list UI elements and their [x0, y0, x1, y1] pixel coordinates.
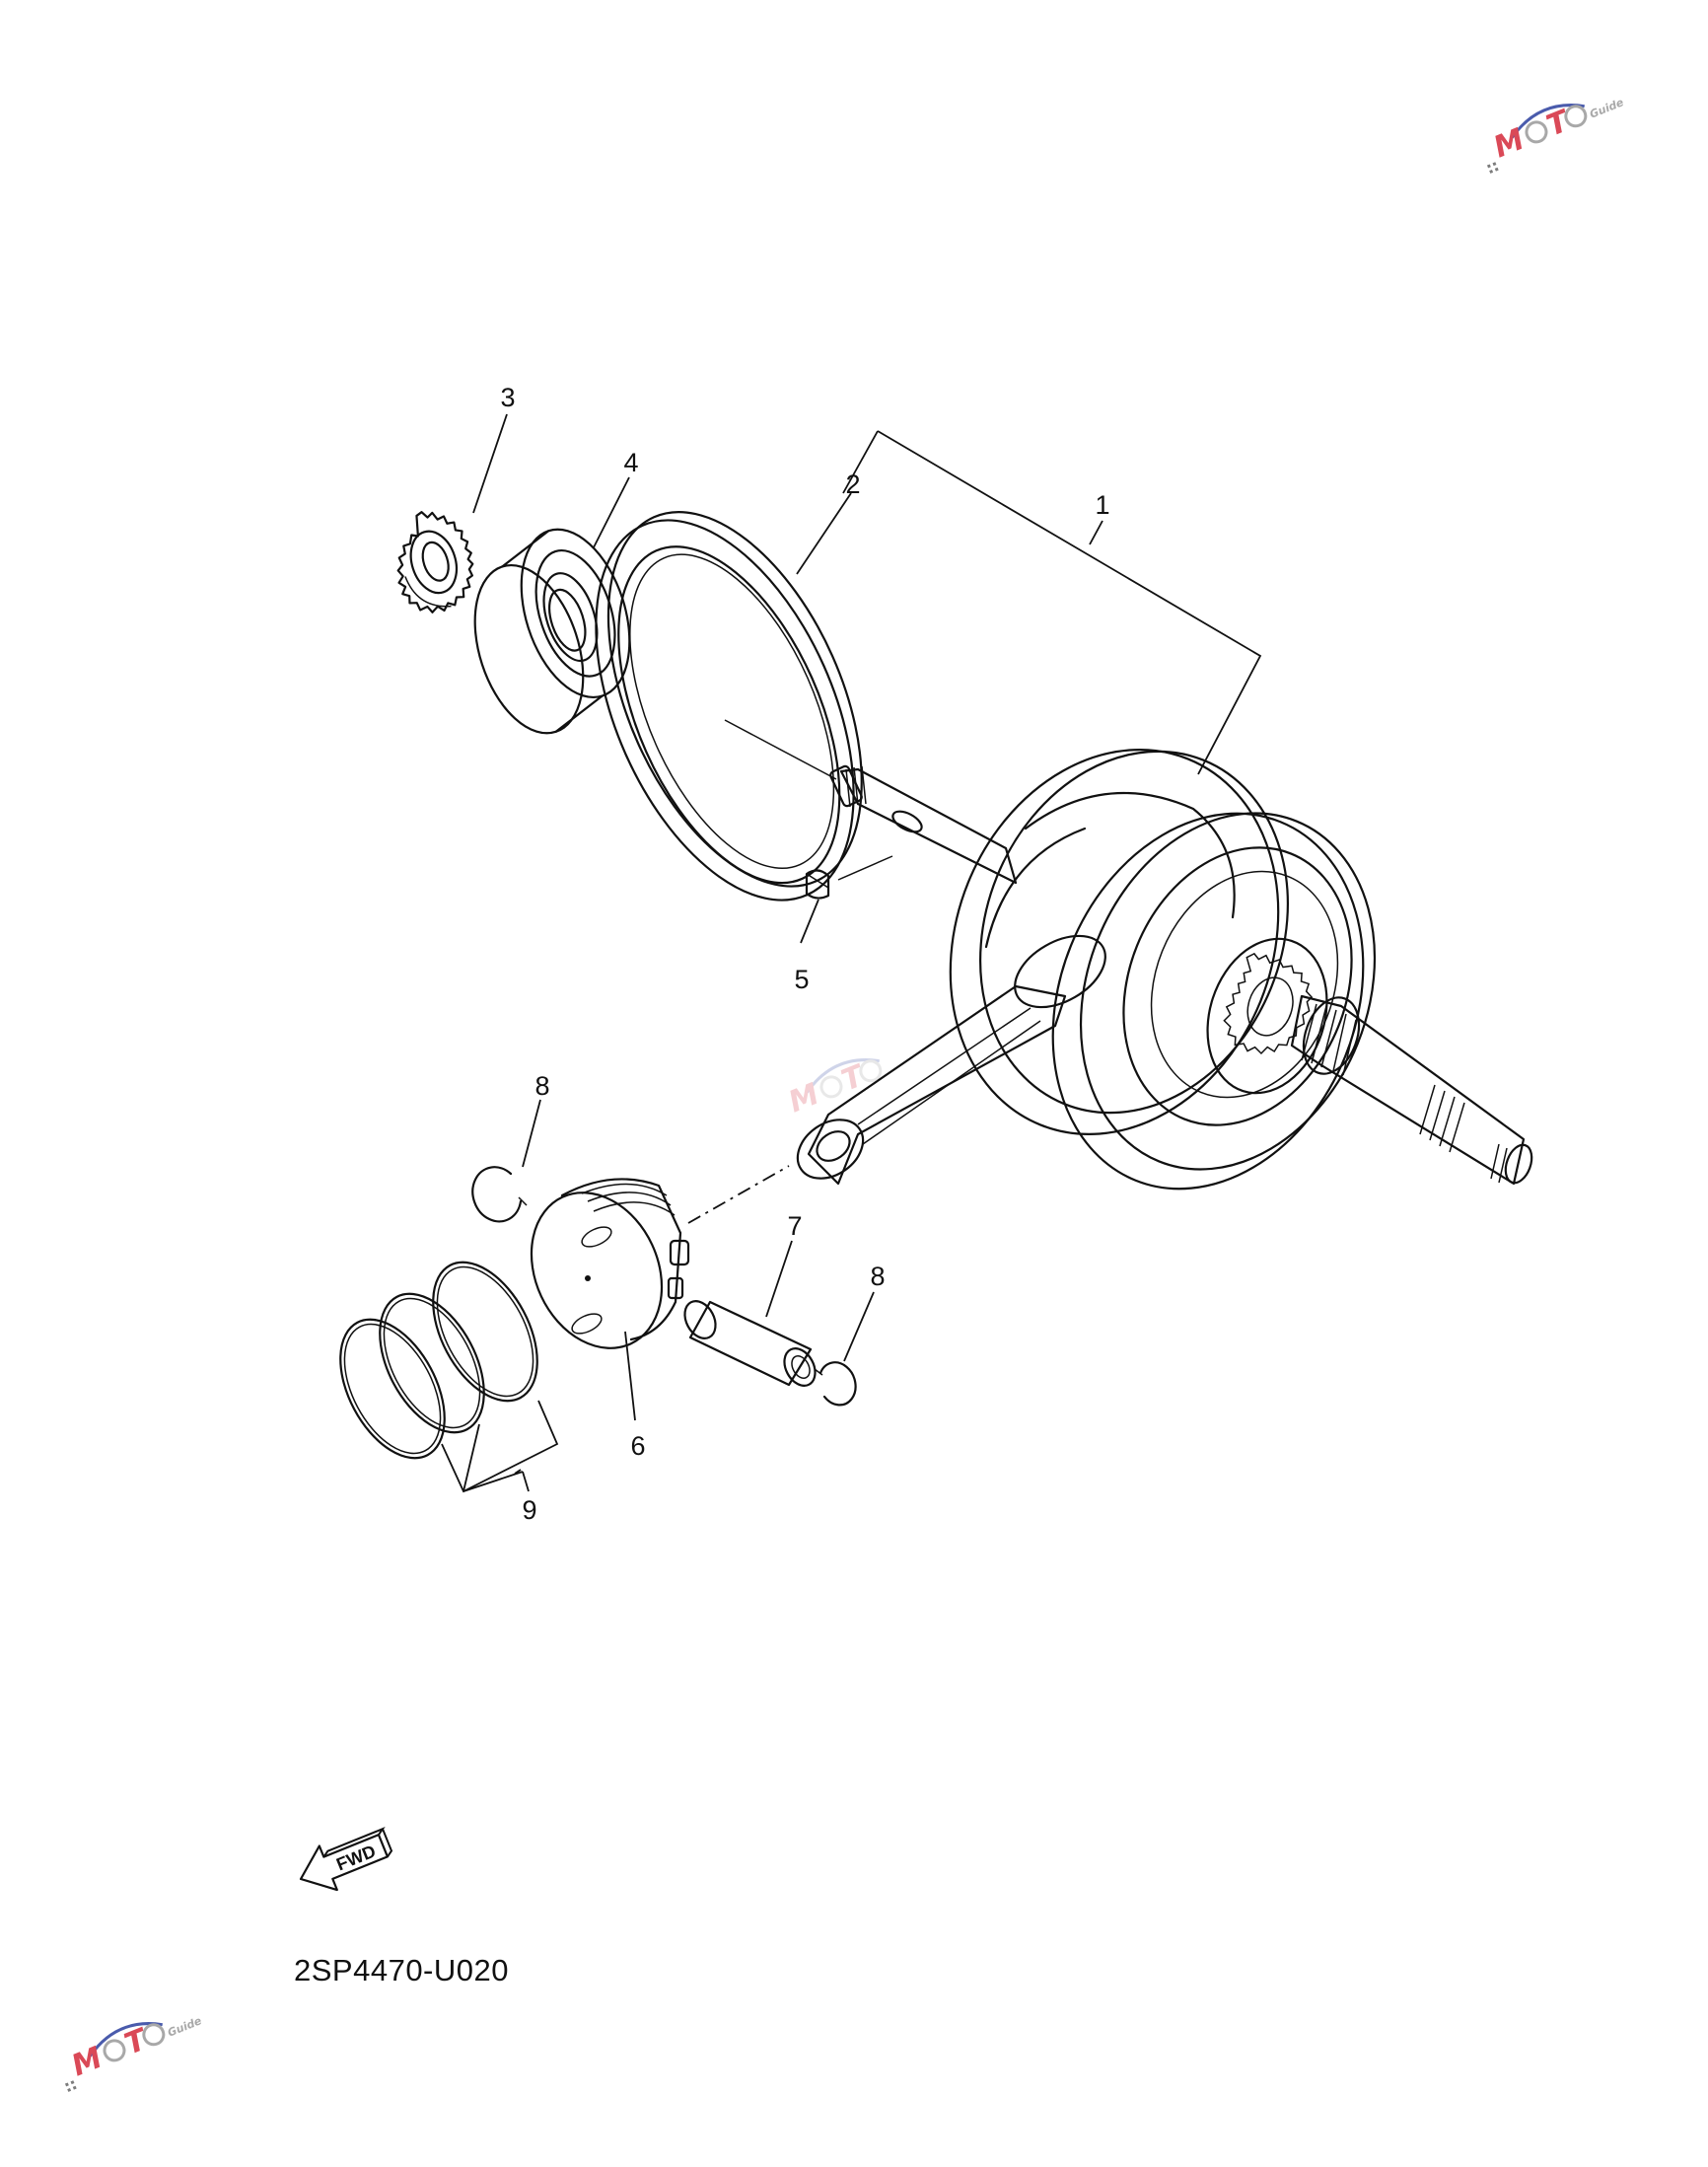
svg-text:M: M: [1489, 122, 1530, 166]
moto-guide-logo-bottom: M T Guide: [64, 2014, 204, 2092]
center-line-seal: [724, 719, 837, 780]
callout-9: 9: [522, 1495, 536, 1525]
part-8-circlip-left: [471, 1166, 528, 1223]
svg-text:M: M: [784, 1077, 824, 1120]
assembly-center-line: [687, 1165, 790, 1224]
part-7-piston-pin: [683, 1300, 817, 1387]
part-9-piston-rings: [339, 1261, 538, 1460]
callout-2: 2: [845, 470, 860, 499]
callout-6: 6: [630, 1431, 645, 1461]
part-6-piston: [530, 1178, 690, 1349]
callout-3: 3: [500, 383, 515, 412]
part-5-key: [805, 855, 893, 900]
svg-text:Guide: Guide: [166, 2014, 204, 2040]
part-8-circlip-right: [814, 1361, 857, 1407]
callout-4: 4: [623, 448, 638, 477]
callout-5: 5: [794, 965, 809, 994]
fwd-arrow-icon: FWD: [299, 1827, 393, 1892]
svg-text:Guide: Guide: [1588, 96, 1626, 121]
part-3-drive-gear: [396, 511, 474, 614]
part-1-crankshaft-assembly: [796, 749, 1533, 1191]
diagram-code: 2SP4470-U020: [294, 1953, 509, 1987]
callout-8-left: 8: [534, 1071, 549, 1101]
callout-8-right: 8: [870, 1262, 885, 1291]
part-4-bearing: [473, 528, 631, 735]
callout-1: 1: [1095, 490, 1109, 520]
leader-lines: [441, 413, 1262, 1493]
moto-guide-logo-top: M T Guide: [1486, 96, 1626, 174]
callout-7: 7: [787, 1211, 802, 1241]
svg-text:M: M: [67, 2041, 107, 2084]
